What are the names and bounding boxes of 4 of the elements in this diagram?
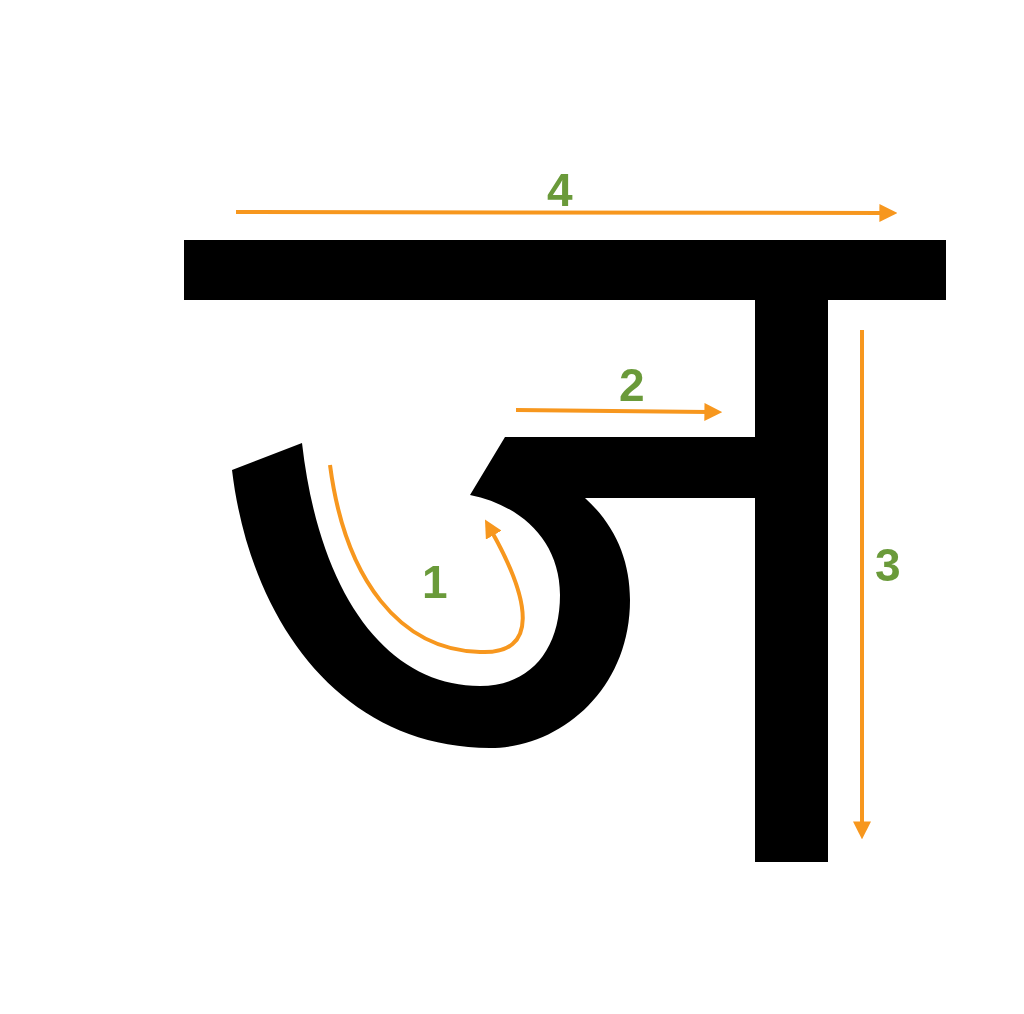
step-number: 3 (875, 542, 901, 588)
step-number: 2 (619, 362, 645, 408)
step-number: 4 (547, 167, 573, 213)
step-number: 1 (422, 559, 448, 605)
